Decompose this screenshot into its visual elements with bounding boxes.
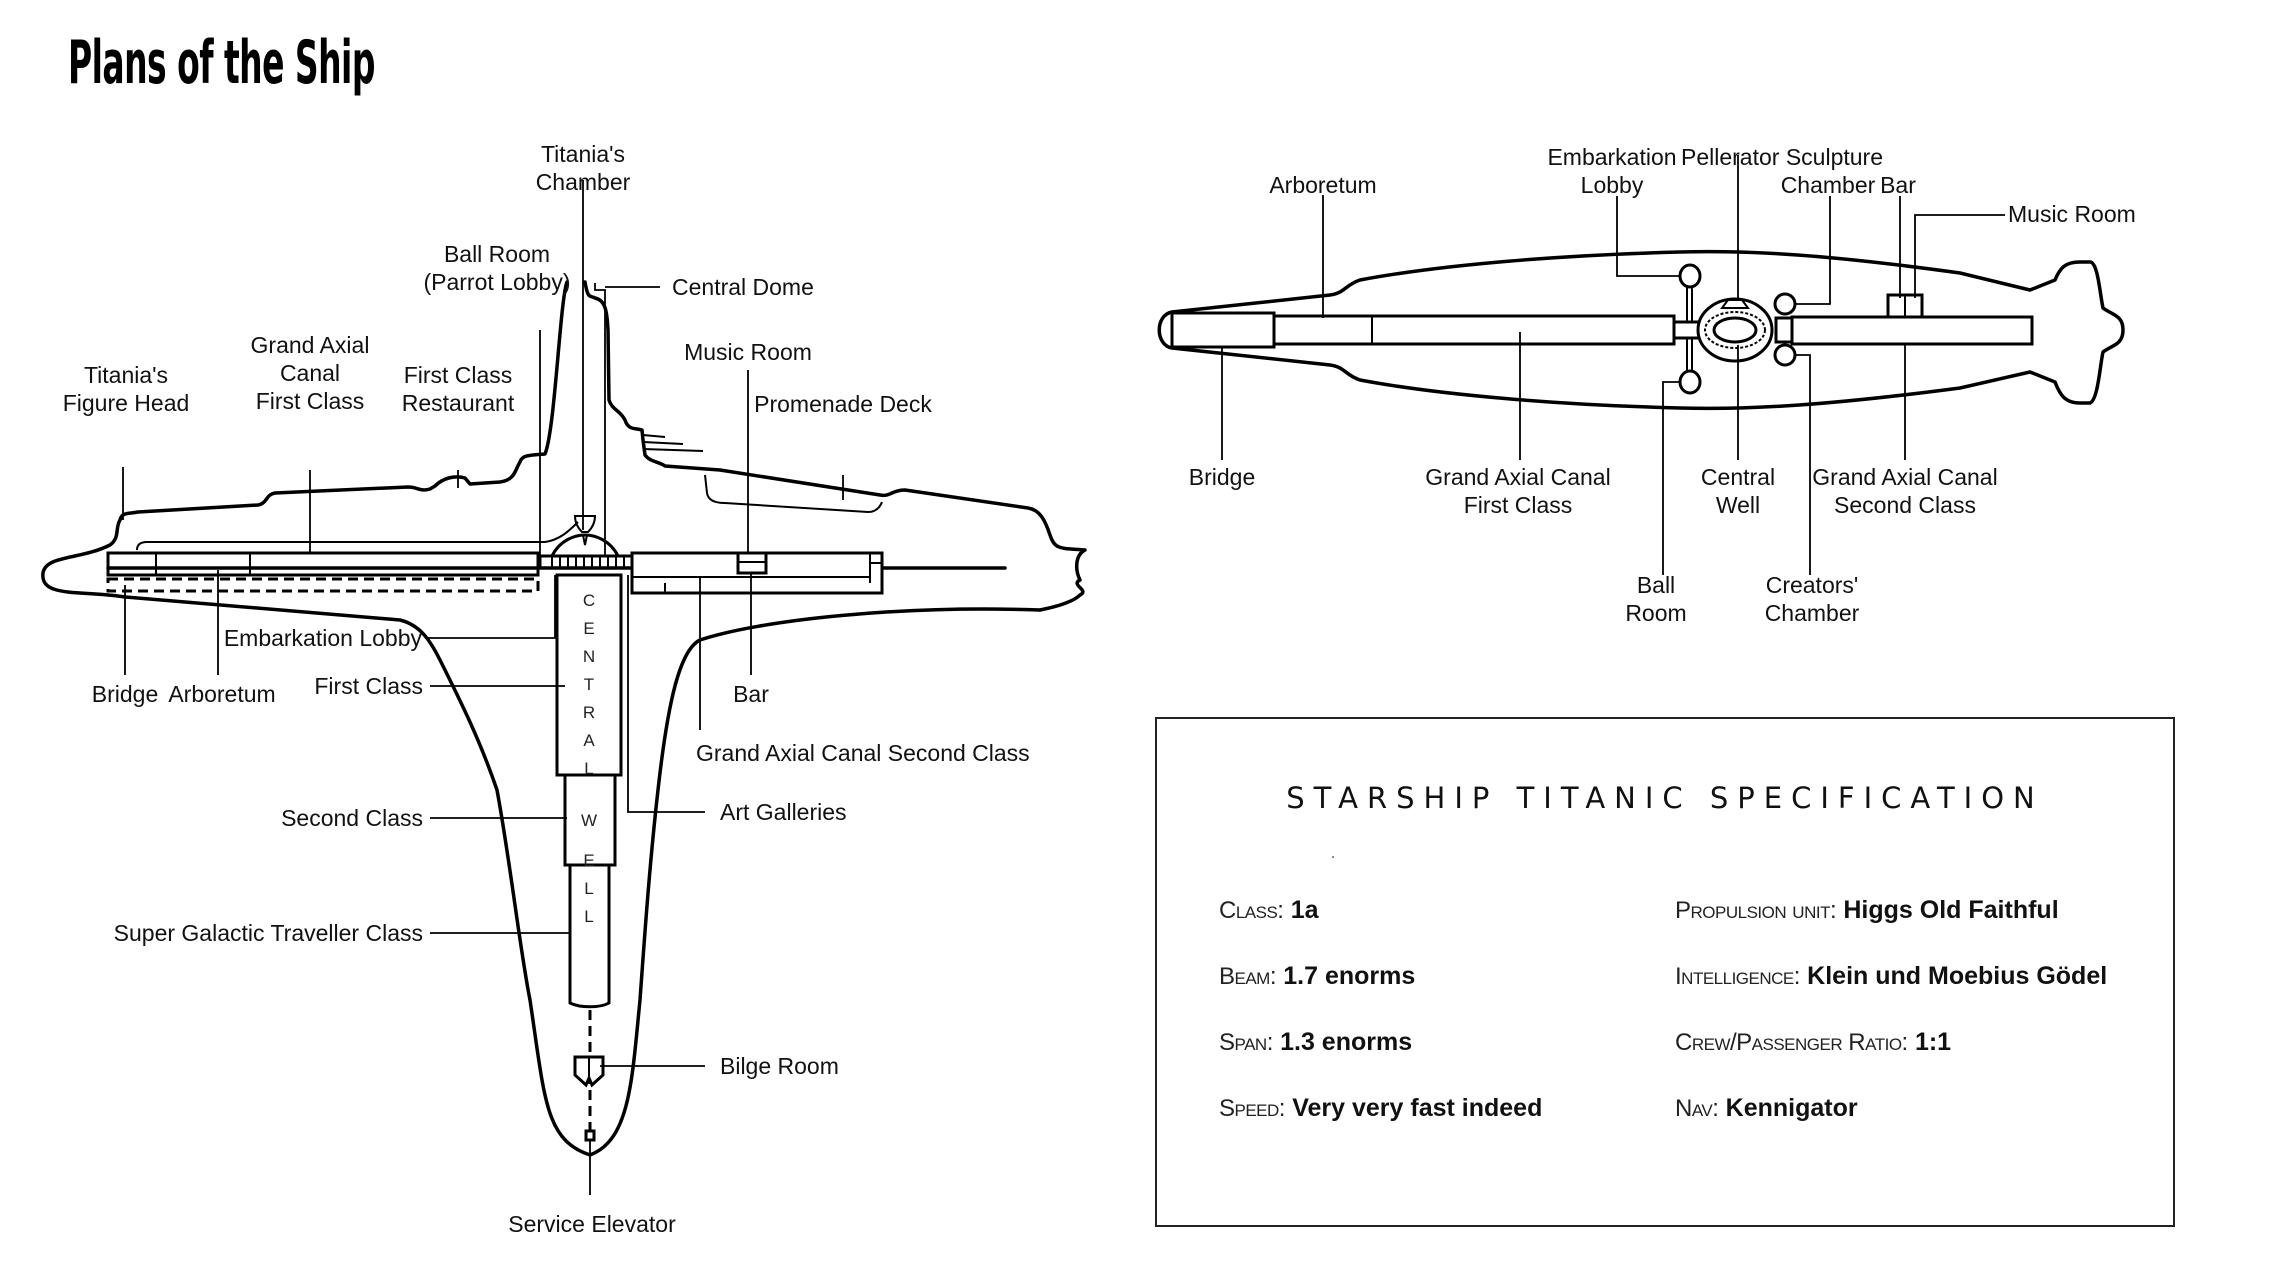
spec-column-right: Propulsion unit: Higgs Old Faithful Inte… (1675, 894, 2107, 1158)
label-promenade-deck: Promenade Deck (754, 391, 932, 417)
top-canal-first-class (1272, 314, 1676, 346)
label-first-class: First Class (314, 673, 423, 699)
top-hull-outline (1157, 249, 2125, 411)
lower-deck-dashed (106, 577, 540, 593)
label-bridge: Bridge (92, 681, 158, 707)
top-label-bar: Bar (1880, 172, 1916, 198)
central-well-letter: W (581, 811, 597, 830)
label-super-galactic-traveller-class: Super Galactic Traveller Class (114, 920, 423, 946)
top-pellerator-pod (1773, 292, 1797, 316)
top-canal-second-class (1790, 315, 2034, 346)
titanias-chamber-cup (573, 515, 597, 533)
central-well-letter: E (583, 851, 594, 870)
top-ball-room-pod (1678, 369, 1702, 395)
central-well-lower (568, 863, 611, 1009)
stray-dot (1332, 856, 1334, 858)
top-central-well-inner (1712, 316, 1758, 344)
dome-grille-bars (551, 556, 625, 568)
spec-row-propulsion: Propulsion unit: Higgs Old Faithful (1675, 896, 2059, 924)
top-label-creators-chamber: Creators'Chamber (1765, 572, 1860, 626)
top-central-well-ring (1704, 311, 1766, 349)
specification-title: STARSHIP TITANIC SPECIFICATION (1286, 781, 2044, 815)
spec-column-left: Class: 1a Beam: 1.7 enorms Span: 1.3 eno… (1219, 894, 1542, 1158)
central-well-middle (563, 773, 617, 867)
top-label-bridge: Bridge (1189, 464, 1255, 490)
label-bilge-room: Bilge Room (720, 1053, 839, 1079)
top-label-music-room: Music Room (2008, 201, 2136, 227)
central-well-letter: L (584, 759, 593, 778)
spec-row-beam: Beam: 1.7 enorms (1219, 962, 1416, 990)
spec-row-intelligence: Intelligence: Klein und Moebius Gödel (1675, 962, 2108, 990)
label-ball-room: Ball Room(Parrot Lobby) (423, 241, 570, 295)
specification-panel: STARSHIP TITANIC SPECIFICATION Class: 1a… (1155, 717, 2175, 1227)
grand-axial-canal-first-class-room (106, 551, 540, 577)
spec-row-nav: Nav: Kennigator (1675, 1094, 1858, 1122)
label-music-room: Music Room (684, 339, 812, 365)
top-bridge-room (1170, 311, 1276, 349)
central-well-letter: A (583, 731, 595, 750)
spec-row-class: Class: 1a (1219, 896, 1319, 924)
spec-row-speed: Speed: Very very fast indeed (1219, 1094, 1543, 1122)
central-well-letter: L (584, 907, 593, 926)
side-hull-upper-right (583, 280, 1087, 612)
top-creators-chamber-pod (1773, 343, 1797, 367)
central-dome-shape (549, 533, 621, 558)
label-art-galleries: Art Galleries (720, 799, 847, 825)
label-embarkation-lobby: Embarkation Lobby (224, 625, 423, 651)
central-well-letter: C (583, 591, 595, 610)
dome-base-grille (538, 554, 634, 570)
label-second-class: Second Class (281, 805, 423, 831)
leader-lines (122, 180, 844, 1195)
page-title: Plans of the Ship (68, 28, 375, 98)
central-well-letter: T (584, 675, 594, 694)
spec-row-crew-ratio: Crew/Passenger Ratio: 1:1 (1675, 1028, 1952, 1056)
label-service-elevator: Service Elevator (508, 1211, 676, 1237)
central-well-letter: R (583, 703, 595, 722)
top-embarkation-pod (1678, 263, 1702, 289)
central-well-letter: L (584, 879, 593, 898)
top-label-arboretum: Arboretum (1269, 172, 1376, 198)
top-leader-lines (1221, 155, 2005, 575)
label-arboretum: Arboretum (168, 681, 275, 707)
label-central-dome: Central Dome (672, 274, 814, 300)
spec-row-span: Span: 1.3 enorms (1219, 1028, 1413, 1056)
service-elevator-box (584, 1129, 596, 1142)
promenade-deck-bay (704, 474, 883, 514)
label-bar: Bar (733, 681, 769, 707)
canal-top-rail (136, 521, 579, 551)
central-well-letter: E (583, 619, 594, 638)
side-hull-upper-left (41, 280, 569, 599)
spire-rungs (642, 434, 704, 452)
central-well-letter: N (583, 647, 595, 666)
label-grand-axial-canal-second: Grand Axial Canal Second Class (696, 740, 1030, 766)
